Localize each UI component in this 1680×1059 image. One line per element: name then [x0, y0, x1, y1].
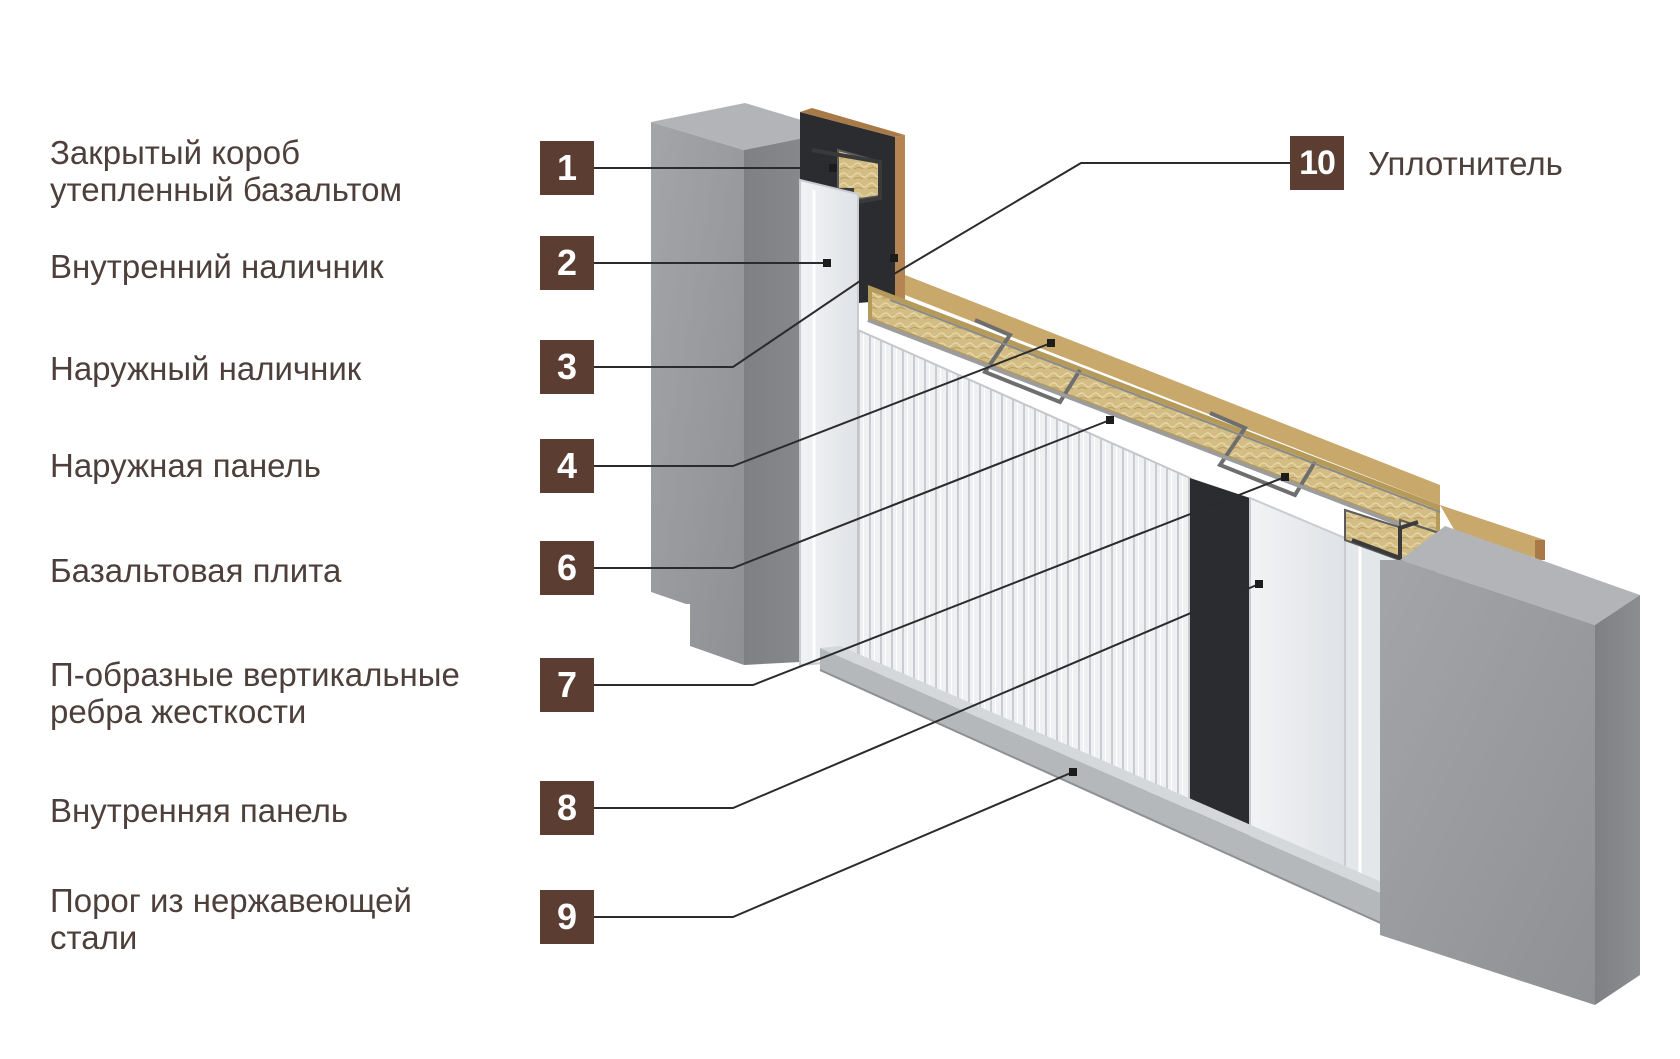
leader-lines [593, 162, 1290, 918]
leader-line-4 [593, 342, 1052, 467]
leader-line-8 [593, 583, 1260, 809]
dark-seal-strip [1190, 478, 1250, 845]
leader-line-3 [593, 257, 895, 368]
label-seal: Уплотнитель [1368, 145, 1563, 182]
leader-dots [823, 164, 1289, 776]
badge-3: 3 [540, 340, 594, 394]
badge-2: 2 [540, 236, 594, 290]
label-inner-casing: Внутренний наличник [50, 248, 384, 285]
badge-10: 10 [1290, 136, 1344, 190]
badge-9: 9 [540, 890, 594, 944]
badge-7: 7 [540, 658, 594, 712]
label-outer-casing: Наружный наличник [50, 350, 362, 387]
badge-6: 6 [540, 541, 594, 595]
badge-1: 1 [540, 141, 594, 195]
door-leaf-top-section [867, 275, 1441, 542]
badge-8: 8 [540, 781, 594, 835]
leader-line-10 [893, 162, 1290, 275]
right-concrete-wall [1380, 526, 1640, 1005]
leader-line-7 [593, 476, 1286, 686]
label-outer-panel: Наружная панель [50, 447, 321, 484]
leader-line-6 [593, 419, 1111, 569]
left-inner-casing [799, 178, 859, 667]
leader-line-9 [593, 771, 1074, 918]
label-basalt-slab: Базальтовая плита [50, 552, 342, 589]
badge-4: 4 [540, 439, 594, 493]
label-inner-panel: Внутренняя панель [50, 792, 349, 829]
